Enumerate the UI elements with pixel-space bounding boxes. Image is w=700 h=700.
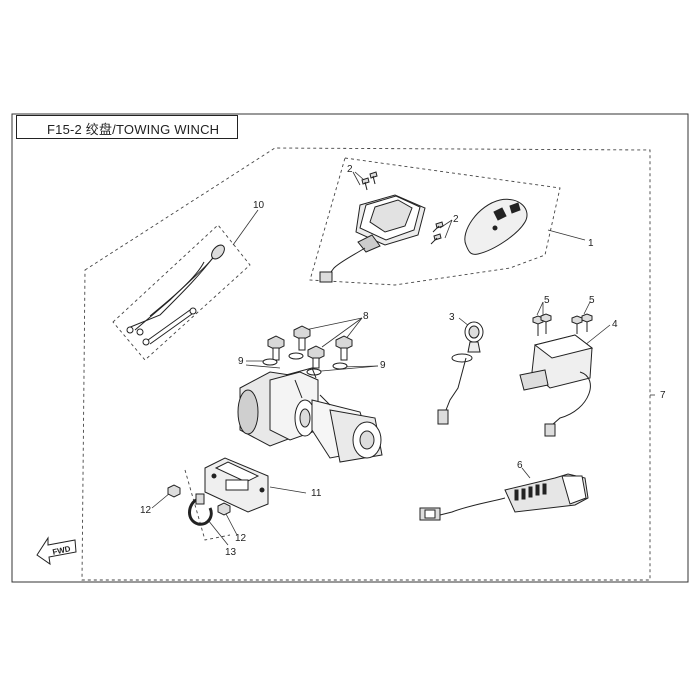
callout-8: 8 xyxy=(363,311,369,322)
contactor-relay xyxy=(519,334,594,437)
wireless-remote-control-unit xyxy=(319,194,426,283)
title-text: 绞盘/TOWING WINCH xyxy=(85,122,220,137)
callout-5a: 5 xyxy=(544,295,550,306)
callout-3: 3 xyxy=(449,312,455,323)
callout-9a: 9 xyxy=(238,356,244,367)
callout-7: 7 xyxy=(660,390,666,401)
mounting-screws-2 xyxy=(361,171,444,245)
callout-5b: 5 xyxy=(589,295,595,306)
bolts-12 xyxy=(167,484,231,516)
roller-fairlead xyxy=(204,457,269,513)
callout-2a: 2 xyxy=(347,164,353,175)
bolts-8 xyxy=(267,325,353,369)
washers-9 xyxy=(262,352,348,376)
title-code: F15-2 xyxy=(47,122,82,137)
callout-11: 11 xyxy=(311,488,322,499)
callout-4: 4 xyxy=(612,319,618,330)
outer-frame xyxy=(11,113,689,583)
title-box: F15-2 绞盘/TOWING WINCH xyxy=(16,115,238,139)
callout-2b: 2 xyxy=(453,214,459,225)
hook xyxy=(188,493,213,526)
handheld-remote xyxy=(419,473,589,521)
wireless-remote-transmitter xyxy=(464,198,528,255)
remote-group-boundary xyxy=(309,157,561,286)
callout-13: 13 xyxy=(225,547,237,558)
cable-group-boundary xyxy=(112,224,251,361)
hook-group-boundary xyxy=(184,469,231,541)
fwd-arrow-icon: FWD xyxy=(36,536,77,566)
callout-labels: 1 2 2 3 4 5 5 6 7 8 9 9 10 11 12 12 13 xyxy=(140,164,666,558)
fwd-label: FWD xyxy=(52,544,72,557)
screws-5 xyxy=(532,313,593,336)
callout-9b: 9 xyxy=(380,360,386,371)
callout-6: 6 xyxy=(517,460,523,471)
rocker-switch xyxy=(437,321,484,425)
battery-cables xyxy=(126,244,225,346)
callout-12a: 12 xyxy=(140,505,152,516)
callout-10: 10 xyxy=(253,200,265,211)
callout-1: 1 xyxy=(588,238,594,249)
callout-12b: 12 xyxy=(235,533,247,544)
assembly-boundary xyxy=(81,147,651,581)
winch-motor-assembly xyxy=(237,367,383,463)
page-title: F15-2 绞盘/TOWING WINCH xyxy=(47,119,219,138)
